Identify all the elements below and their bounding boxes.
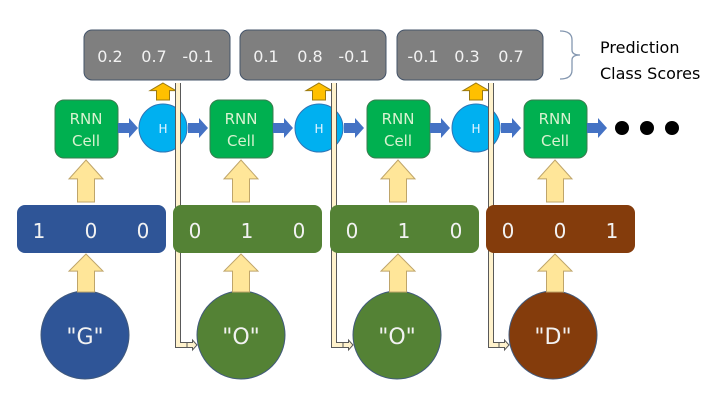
rnn-cell-label: RNN xyxy=(70,110,103,128)
flow-arrow xyxy=(501,118,521,138)
feedback-arrowhead xyxy=(342,338,354,352)
one-hot-value: 0 xyxy=(554,219,567,243)
one-hot-value: 0 xyxy=(189,219,202,243)
prediction-score-box xyxy=(239,29,387,81)
hidden-state-label: H xyxy=(314,122,323,136)
one-hot-value: 0 xyxy=(137,219,150,243)
one-hot-vector-box xyxy=(173,205,322,253)
hidden-state-label: H xyxy=(471,122,480,136)
prediction-score: -0.1 xyxy=(182,47,213,66)
rnn-cell-label: Cell xyxy=(541,132,569,150)
continuation-dot xyxy=(665,121,679,135)
prediction-score: -0.1 xyxy=(407,47,438,66)
prediction-score: 0.1 xyxy=(253,47,278,66)
continuation-dot xyxy=(640,121,654,135)
flow-arrow xyxy=(430,118,450,138)
legend-class-scores: Class Scores xyxy=(600,64,700,83)
prediction-score: -0.1 xyxy=(338,47,369,66)
rnn-cell-label: RNN xyxy=(539,110,572,128)
vector-up-arrow xyxy=(67,159,105,203)
flow-arrow xyxy=(273,118,293,138)
continuation-dot xyxy=(615,121,629,135)
feedback-line xyxy=(489,83,501,347)
one-hot-value: 1 xyxy=(606,219,619,243)
feedback-line xyxy=(332,83,345,347)
prediction-score: 0.8 xyxy=(297,47,322,66)
input-char-label: "D" xyxy=(534,325,571,350)
prediction-score: 0.2 xyxy=(97,47,122,66)
feedback-arrowhead xyxy=(186,338,198,352)
prediction-score-box xyxy=(83,29,231,81)
rnn-cell-label: Cell xyxy=(384,132,412,150)
prediction-score: 0.7 xyxy=(498,47,523,66)
output-up-arrow xyxy=(461,82,491,101)
input-up-arrow xyxy=(379,253,417,293)
rnn-cell-label: Cell xyxy=(72,132,100,150)
feedback-arrowhead xyxy=(498,338,510,352)
one-hot-value: 1 xyxy=(398,219,411,243)
input-up-arrow xyxy=(67,253,105,293)
one-hot-value: 0 xyxy=(293,219,306,243)
legend-prediction: Prediction xyxy=(600,38,679,57)
one-hot-value: 0 xyxy=(346,219,359,243)
output-up-arrow xyxy=(148,82,178,101)
flow-arrow xyxy=(188,118,208,138)
vector-up-arrow xyxy=(379,159,417,203)
rnn-cell-label: RNN xyxy=(382,110,415,128)
input-up-arrow xyxy=(222,253,260,293)
input-char-label: "O" xyxy=(378,325,416,350)
brace-icon xyxy=(559,30,581,80)
one-hot-value: 0 xyxy=(502,219,515,243)
one-hot-value: 1 xyxy=(241,219,254,243)
feedback-line xyxy=(176,83,189,347)
flow-arrow xyxy=(344,118,364,138)
vector-up-arrow xyxy=(536,159,574,203)
one-hot-vector-box xyxy=(486,205,635,253)
flow-arrow xyxy=(118,118,138,138)
prediction-score: 0.7 xyxy=(141,47,166,66)
input-char-label: "O" xyxy=(222,325,260,350)
hidden-state-label: H xyxy=(158,122,167,136)
rnn-cell-label: RNN xyxy=(225,110,258,128)
one-hot-value: 1 xyxy=(33,219,46,243)
input-char-label: "G" xyxy=(66,325,103,350)
input-up-arrow xyxy=(536,253,574,293)
vector-up-arrow xyxy=(222,159,260,203)
one-hot-vector-box xyxy=(17,205,166,253)
prediction-score-box xyxy=(396,29,544,81)
flow-arrow xyxy=(587,118,607,138)
rnn-cell-label: Cell xyxy=(227,132,255,150)
one-hot-value: 0 xyxy=(85,219,98,243)
prediction-score: 0.3 xyxy=(454,47,479,66)
one-hot-value: 0 xyxy=(450,219,463,243)
output-up-arrow xyxy=(304,82,334,101)
one-hot-vector-box xyxy=(330,205,479,253)
